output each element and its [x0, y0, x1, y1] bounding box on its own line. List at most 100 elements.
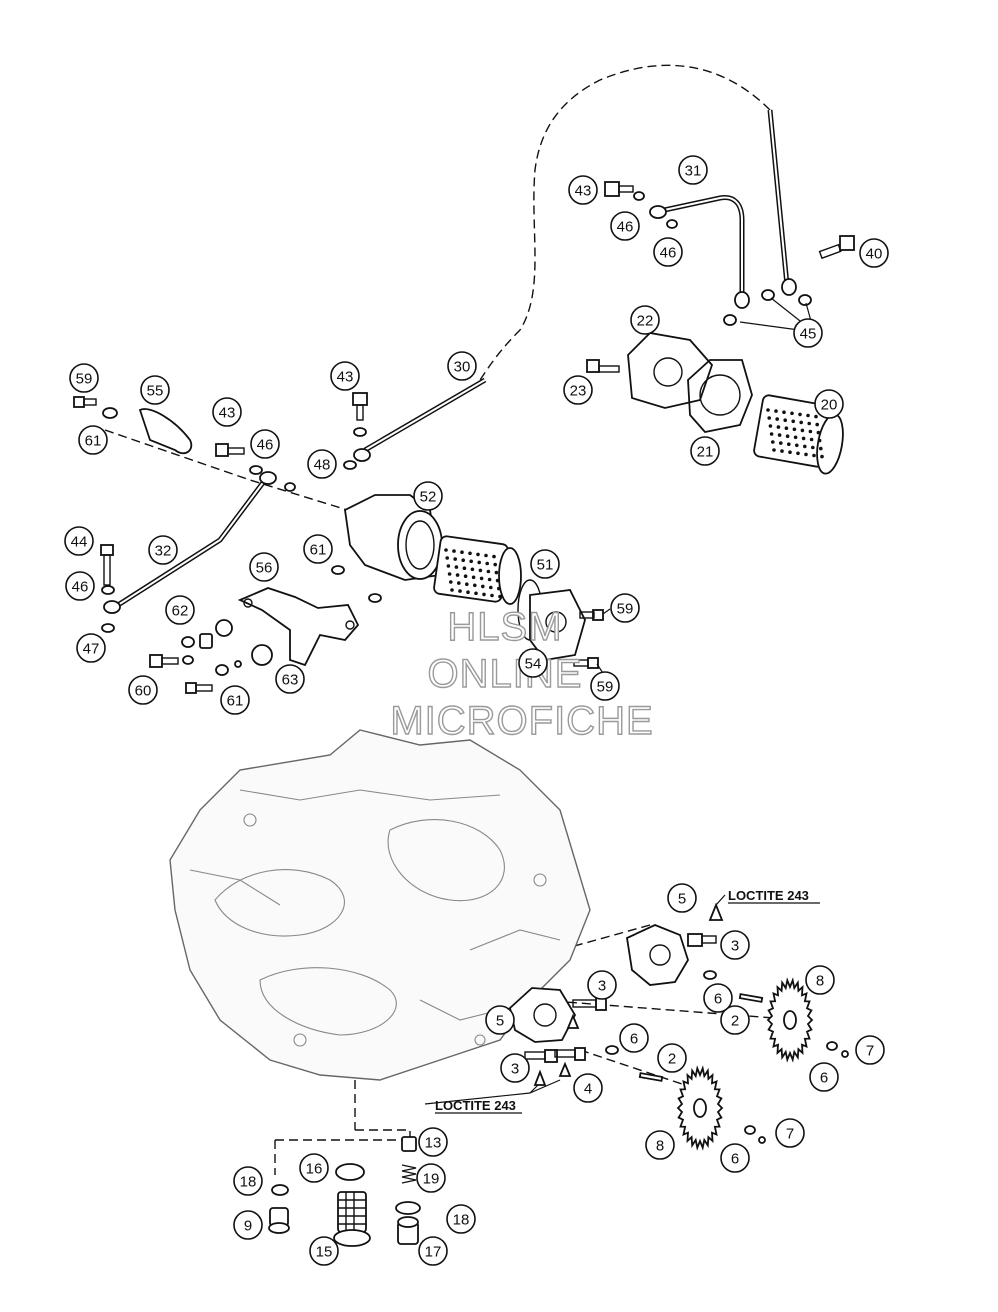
- fasteners-middle: [149, 609, 604, 694]
- mesh-hole: [495, 578, 500, 583]
- mesh-hole: [494, 570, 499, 575]
- mesh-hole: [449, 580, 453, 584]
- callout-circle: [590, 671, 620, 701]
- callout-number: 46: [660, 245, 677, 262]
- mesh-hole: [471, 575, 476, 580]
- callout-21: 21: [690, 436, 720, 466]
- callout-circle: [720, 930, 750, 960]
- mesh-hole: [766, 408, 770, 412]
- callout-circle: [220, 685, 250, 715]
- callout-number: 59: [76, 371, 93, 388]
- mesh-hole: [461, 558, 466, 562]
- mesh-hole: [814, 414, 818, 419]
- mesh-hole: [791, 419, 795, 424]
- mesh-hole: [485, 561, 490, 566]
- callout-circle: [418, 1127, 448, 1157]
- mesh-hole: [819, 446, 823, 451]
- callout-20: 20: [814, 389, 844, 419]
- callout-circle: [485, 1005, 515, 1035]
- callout-number: 56: [256, 560, 273, 577]
- callout-5: 5: [485, 1005, 515, 1035]
- callout-number: 5: [678, 891, 686, 908]
- callout-circle: [140, 375, 170, 405]
- callout-circle: [307, 449, 337, 479]
- loctite-notes: LOCTITE 243 LOCTITE 243: [435, 888, 820, 1114]
- filter-mesh-upper: [766, 408, 824, 459]
- callout-number: 46: [257, 437, 274, 454]
- mesh-hole: [775, 417, 779, 421]
- callout-number: 40: [866, 246, 883, 263]
- callout-circle: [653, 237, 683, 267]
- callout-circle: [250, 429, 280, 459]
- callout-circle: [690, 436, 720, 466]
- mesh-hole: [455, 573, 460, 577]
- callout-circle: [530, 549, 560, 579]
- callout-number: 8: [656, 1138, 664, 1155]
- callout-number: 60: [135, 683, 152, 700]
- mesh-hole: [479, 576, 484, 581]
- callout-number: 3: [731, 938, 739, 955]
- callout-number: 30: [454, 359, 471, 376]
- callout-number: 15: [316, 1244, 333, 1261]
- callout-circle: [233, 1210, 263, 1240]
- callout-6: 6: [619, 1023, 649, 1053]
- pump-gear-lower: [676, 1065, 724, 1151]
- callout-circle: [330, 361, 360, 391]
- mesh-hole: [477, 560, 482, 565]
- mesh-hole: [787, 442, 791, 447]
- mesh-hole: [482, 592, 486, 597]
- callout-number: 52: [420, 489, 437, 506]
- callout-number: 5: [496, 1013, 504, 1030]
- gear-hub: [693, 1098, 707, 1118]
- callout-5: 5: [667, 883, 697, 913]
- callout-circle: [128, 675, 158, 705]
- callout-number: 59: [597, 679, 614, 696]
- mesh-hole: [776, 425, 781, 429]
- mesh-hole: [811, 445, 815, 450]
- mesh-hole: [484, 553, 488, 558]
- callout-number: 31: [685, 163, 702, 180]
- callout-number: 18: [240, 1174, 257, 1191]
- callout-circle: [303, 534, 333, 564]
- mesh-hole: [497, 586, 501, 591]
- callout-circle: [657, 1043, 687, 1073]
- callout-60: 60: [128, 675, 158, 705]
- callout-52: 52: [413, 481, 443, 511]
- mesh-hole: [445, 556, 450, 560]
- callout-circle: [69, 363, 99, 393]
- callout-number: 63: [282, 672, 299, 689]
- callout-number: 43: [337, 369, 354, 386]
- callout-3: 3: [720, 930, 750, 960]
- mesh-hole: [465, 582, 469, 586]
- callout-circle: [793, 318, 823, 348]
- callout-circle: [855, 1035, 885, 1065]
- oil-filter-housing: [237, 332, 844, 667]
- mesh-hole: [784, 426, 789, 431]
- mesh-hole: [460, 550, 464, 554]
- mesh-hole: [476, 552, 480, 557]
- callout-7: 7: [775, 1118, 805, 1148]
- callout-55: 55: [140, 375, 170, 405]
- callout-number: 55: [147, 383, 164, 400]
- mesh-hole: [816, 430, 821, 435]
- callout-43: 43: [568, 175, 598, 205]
- mesh-hole: [793, 435, 798, 440]
- callout-46: 46: [250, 429, 280, 459]
- mesh-hole: [772, 448, 776, 452]
- callout-number: 6: [630, 1031, 638, 1048]
- mesh-hole: [768, 424, 773, 428]
- callout-number: 22: [637, 313, 654, 330]
- mesh-hole: [489, 585, 493, 590]
- mesh-hole: [785, 434, 790, 439]
- callout-circle: [775, 1118, 805, 1148]
- watermark-line-2: ONLINE: [428, 652, 583, 696]
- callout-59: 59: [69, 363, 99, 393]
- mesh-hole: [771, 440, 775, 444]
- callout-54: 54: [518, 648, 548, 678]
- callout-circle: [720, 1005, 750, 1035]
- callout-63: 63: [275, 664, 305, 694]
- callout-31: 31: [678, 155, 708, 185]
- callout-circle: [418, 1236, 448, 1266]
